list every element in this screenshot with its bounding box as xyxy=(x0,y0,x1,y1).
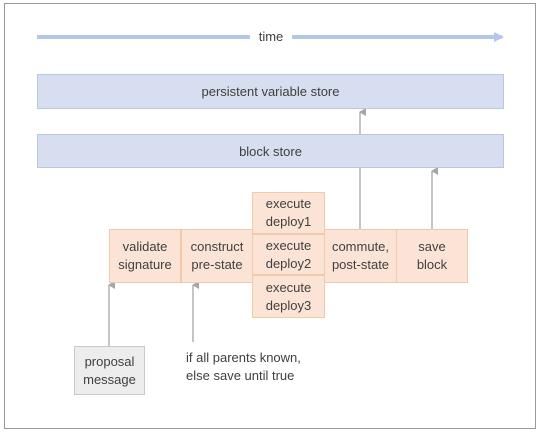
step-line-1: execute xyxy=(265,196,312,211)
step-line-1: construct xyxy=(190,239,244,254)
step-line-2: deploy2 xyxy=(265,255,312,271)
proposal-line-2: message xyxy=(83,371,136,387)
step-line-1: validate xyxy=(122,239,168,254)
proposal-line-1: proposal xyxy=(84,353,135,369)
note-line-2: else save until true xyxy=(186,368,295,383)
step-commute-post-state: commute, post-state xyxy=(324,229,397,283)
block-store-label: block store xyxy=(239,143,302,159)
note-line-1: if all parents known, xyxy=(186,350,301,365)
persistent-variable-store: persistent variable store xyxy=(37,74,504,109)
parents-known-note: if all parents known, else save until tr… xyxy=(186,349,356,385)
proposal-message-box: proposal message xyxy=(74,346,145,395)
persistent-store-label: persistent variable store xyxy=(201,84,340,99)
step-line-2: deploy1 xyxy=(265,214,312,229)
step-validate-signature: validate signature xyxy=(109,229,181,283)
block-store: block store xyxy=(37,134,504,168)
step-line-1: execute xyxy=(265,279,312,295)
step-line-1: commute, xyxy=(331,239,390,254)
step-execute-deploy2: execute deploy2 xyxy=(252,234,325,275)
step-line-2: pre-state xyxy=(191,257,243,272)
step-line-2: signature xyxy=(118,257,172,272)
step-line-1: save xyxy=(418,239,446,254)
step-line-2: post-state xyxy=(331,257,390,272)
step-line-1: execute xyxy=(265,237,312,253)
step-execute-deploy1: execute deploy1 xyxy=(252,192,325,234)
step-line-2: deploy3 xyxy=(265,297,312,313)
step-save-block: save block xyxy=(396,229,468,283)
step-line-2: block xyxy=(416,257,448,272)
step-execute-deploy3: execute deploy3 xyxy=(252,275,325,318)
step-construct-pre-state: construct pre-state xyxy=(181,229,253,283)
time-label: time xyxy=(250,29,292,44)
